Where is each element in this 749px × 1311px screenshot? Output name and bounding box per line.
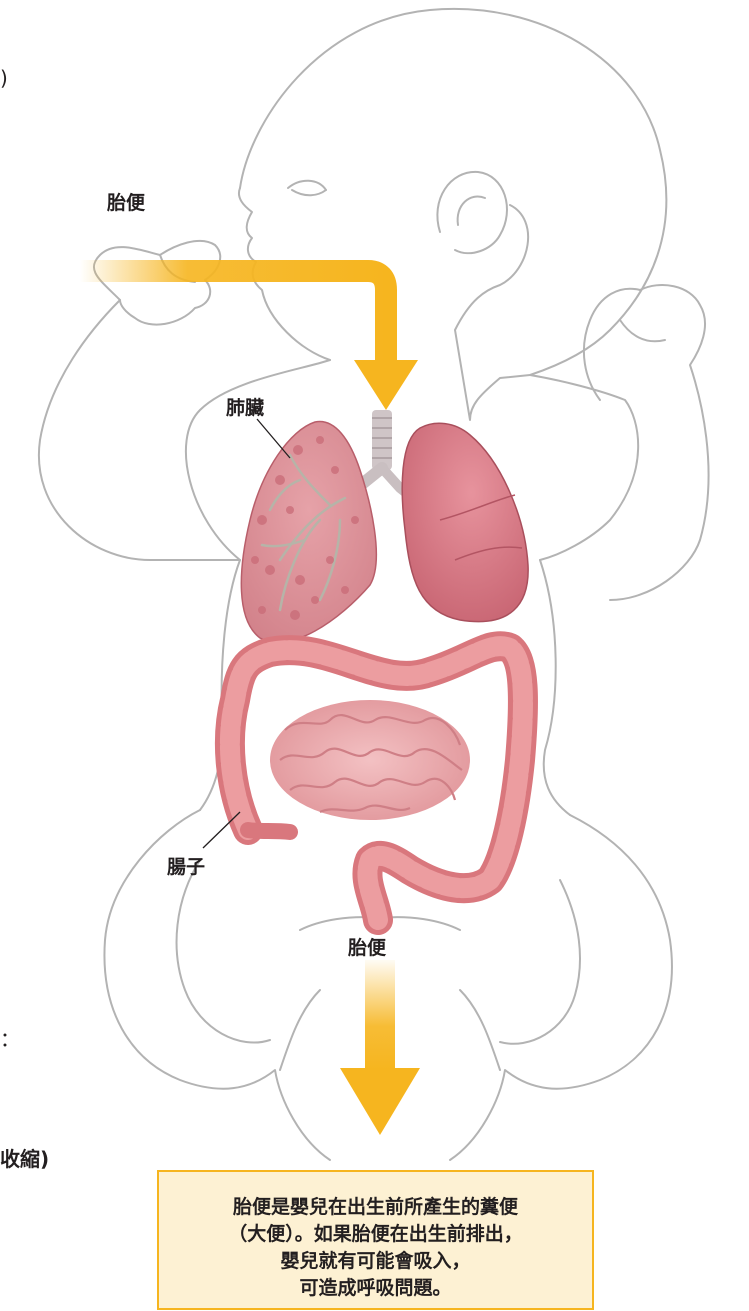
lungs-label: 肺臟 (226, 393, 264, 420)
caption-box: 胎便是嬰兒在出生前所產生的糞便 （大便）。如果胎便在出生前排出， 嬰兒就有可能會… (157, 1170, 594, 1310)
caption-line-4: 可造成呼吸問題。 (159, 1273, 592, 1300)
small-intestine (270, 700, 470, 820)
clipped-contraction-text: 收縮) (0, 1143, 49, 1172)
left-lung (241, 422, 376, 643)
caption-line-3: 嬰兒就有可能會吸入， (159, 1246, 592, 1273)
caption-line-1: 胎便是嬰兒在出生前所產生的糞便 (159, 1192, 592, 1219)
lungs-leader-line (257, 419, 290, 458)
meconium-label-bottom: 胎便 (348, 933, 386, 960)
intestines-label: 腸子 (167, 852, 205, 879)
clipped-paren-top: ) (0, 66, 8, 90)
right-lung (402, 423, 528, 621)
caption-line-2: （大便）。如果胎便在出生前排出， (159, 1219, 592, 1246)
clipped-colon-middle: ： (0, 1023, 20, 1052)
meconium-label-top: 胎便 (107, 188, 145, 215)
bottom-arrow (340, 960, 420, 1135)
top-arrow (80, 271, 418, 410)
